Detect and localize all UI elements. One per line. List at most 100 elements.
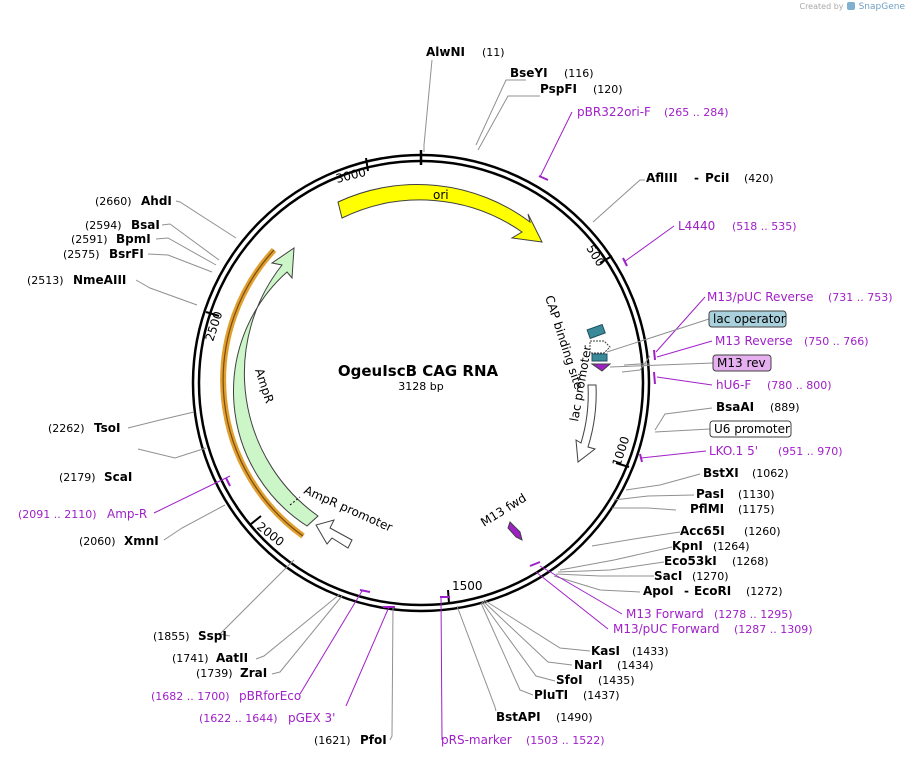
tick-label-2500: 2500 <box>203 310 226 343</box>
site-pluti[interactable]: PluTI (1437) <box>534 688 620 702</box>
site-apoi-ecori[interactable]: ApoI - EcoRI (1272) <box>643 584 783 598</box>
site-pos: (1434) <box>617 659 654 672</box>
primer-leaders <box>153 111 713 741</box>
site-pos: (420) <box>744 172 774 185</box>
plasmid-length: 3128 bp <box>398 380 443 393</box>
primer-pos: (265 .. 284) <box>664 106 729 119</box>
primer-l4440[interactable]: L4440 (518 .. 535) <box>678 219 797 233</box>
site-name: KasI <box>591 644 620 658</box>
primer-m13-reverse[interactable]: M13 Reverse (750 .. 766) <box>715 334 869 348</box>
site-aatii[interactable]: (1741) AatII <box>172 651 248 665</box>
primer-name: M13/pUC Reverse <box>707 290 814 304</box>
site-bsrfi[interactable]: (2575) BsrFI <box>63 247 144 261</box>
primer-pos: (1682 .. 1700) <box>151 690 230 703</box>
site-alwni[interactable]: AlwNI (11) <box>426 45 505 59</box>
site-eco53ki[interactable]: Eco53kI (1268) <box>664 554 769 568</box>
site-bsaai[interactable]: BsaAI (889) <box>716 400 800 414</box>
site-pos: (2179) <box>59 471 96 484</box>
primer-hu6-f[interactable]: hU6-F (780 .. 800) <box>716 378 832 392</box>
site-pasi[interactable]: PasI (1130) <box>696 487 775 501</box>
site-nmeaiii[interactable]: (2513) NmeAIII <box>27 273 126 287</box>
site-afliii-pcii[interactable]: AflIII - PciI (420) <box>646 171 774 185</box>
site-bstapi[interactable]: BstAPI (1490) <box>496 710 593 724</box>
primer-m13puc-forward[interactable]: M13/pUC Forward (1287 .. 1309) <box>613 622 813 636</box>
site-name: Acc65I <box>680 524 725 538</box>
site-nari[interactable]: NarI (1434) <box>574 658 654 672</box>
primer-pbr322ori-f[interactable]: pBR322ori-F (265 .. 284) <box>577 105 729 119</box>
primer-pos: (518 .. 535) <box>732 220 797 233</box>
site-pos: (1130) <box>738 488 775 501</box>
feature-label-ampr: AmpR <box>252 367 276 405</box>
site-scai[interactable]: (2179) ScaI <box>59 470 132 484</box>
site-name: PfoI <box>360 733 387 747</box>
site-acc65i[interactable]: Acc65I (1260) <box>680 524 781 538</box>
primer-amp-r[interactable]: (2091 .. 2110) Amp-R <box>18 507 147 521</box>
site-pos: (116) <box>564 67 594 80</box>
site-zrai[interactable]: (1739) ZraI <box>196 666 267 680</box>
site-pfoi[interactable]: (1621) PfoI <box>314 733 387 747</box>
primer-m13-forward[interactable]: M13 Forward (1278 .. 1295) <box>626 607 793 621</box>
site-name: BsaI <box>131 218 160 232</box>
site-name: ScaI <box>104 470 132 484</box>
site-pos: (889) <box>770 401 800 414</box>
feature-ampr-promoter-arrow <box>315 519 353 549</box>
site-kasi[interactable]: KasI (1433) <box>591 644 669 658</box>
label-box-lac-operator[interactable]: lac operator <box>606 310 787 353</box>
site-name: AflIII <box>646 171 678 185</box>
site-name: KpnI <box>672 539 703 553</box>
site-pflmi[interactable]: PflMI (1175) <box>690 502 775 516</box>
feature-label-ori: ori <box>433 188 449 202</box>
primer-pgex3[interactable]: (1622 .. 1644) pGEX 3' <box>199 711 335 725</box>
primer-pbrforeco[interactable]: (1682 .. 1700) pBRforEco <box>151 689 301 703</box>
site-saci[interactable]: SacI (1270) <box>654 569 729 583</box>
snapgene-logo-icon <box>847 2 856 10</box>
lac-operator-label: lac operator <box>713 312 786 326</box>
primer-name: LKO.1 5' <box>709 444 758 458</box>
site-bpmi[interactable]: (2591) BpmI <box>71 232 151 246</box>
feature-small-promoter-arrow <box>589 340 611 354</box>
site-name2: PciI <box>705 171 730 185</box>
primer-lko1[interactable]: LKO.1 5' (951 .. 970) <box>709 444 843 458</box>
site-sep: - <box>694 171 699 185</box>
site-bstxi[interactable]: BstXI (1062) <box>703 466 789 480</box>
label-box-u6-promoter[interactable]: U6 promoter <box>654 420 792 438</box>
site-leaders <box>127 59 713 741</box>
tick-label-1500: 1500 <box>452 579 483 593</box>
site-tsoi[interactable]: (2262) TsoI <box>48 421 120 435</box>
site-sfoi[interactable]: SfoI (1435) <box>556 673 635 687</box>
site-ahdi[interactable]: (2660) AhdI <box>95 194 172 208</box>
primer-prs-marker[interactable]: pRS-marker (1503 .. 1522) <box>441 733 605 747</box>
primer-pos: (750 .. 766) <box>804 335 869 348</box>
site-pos: (1268) <box>732 555 769 568</box>
site-pos: (2262) <box>48 422 85 435</box>
site-name: XmnI <box>124 534 159 548</box>
feature-lac-promoter-arrow <box>575 384 597 463</box>
site-name: BsaAI <box>716 400 754 414</box>
site-sep: - <box>684 584 689 598</box>
site-xmni[interactable]: (2060) XmnI <box>79 534 159 548</box>
site-pos: (1621) <box>314 734 351 747</box>
site-kpni[interactable]: KpnI (1264) <box>672 539 750 553</box>
feature-ori-arrow <box>337 183 543 243</box>
site-pos: (1433) <box>632 645 669 658</box>
site-bsai[interactable]: (2594) BsaI <box>85 218 160 232</box>
credit-app: SnapGene <box>858 2 905 12</box>
site-name: TsoI <box>94 421 120 435</box>
primer-name: Amp-R <box>107 507 147 521</box>
site-name: NarI <box>574 658 603 672</box>
site-pos: (1855) <box>153 630 190 643</box>
primer-name: L4440 <box>678 219 715 233</box>
site-sspi[interactable]: (1855) SspI <box>153 629 227 643</box>
site-pos: (1490) <box>556 711 593 724</box>
site-pos: (2594) <box>85 219 122 232</box>
primer-m13puc-reverse[interactable]: M13/pUC Reverse (731 .. 753) <box>707 290 893 304</box>
site-bseyi[interactable]: BseYI (116) <box>510 66 594 80</box>
site-pspfi[interactable]: PspFI (120) <box>540 82 623 96</box>
site-pos: (2060) <box>79 535 116 548</box>
site-pos: (2591) <box>71 233 108 246</box>
primer-name: pBRforEco <box>239 689 301 703</box>
site-pos: (1741) <box>172 652 209 665</box>
label-box-m13-rev[interactable]: M13 rev <box>609 354 772 372</box>
primer-name: M13 Forward <box>626 607 704 621</box>
